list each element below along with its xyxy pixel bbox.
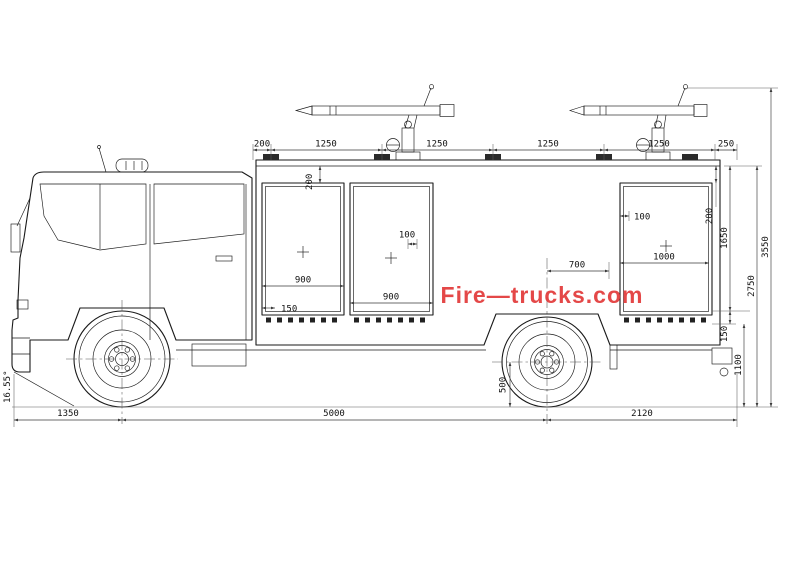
roof-mounting-pad xyxy=(682,154,698,160)
dim-panel2-width: 900 xyxy=(383,293,399,303)
dimensions: 200 1250 1250 1250 1250 250 1350 5000 21… xyxy=(3,87,778,427)
dim-top-chain: 200 1250 1250 1250 1250 250 xyxy=(252,140,738,160)
dim-panel2-offset: 100 xyxy=(399,231,415,241)
headlight xyxy=(16,299,29,310)
truck-drawing xyxy=(10,84,733,408)
dim-skirt: 150 xyxy=(720,326,730,342)
dim-label: 1250 xyxy=(648,140,670,150)
monitor-handle xyxy=(677,87,686,107)
cab-door-window xyxy=(153,183,245,245)
dim-frame-height: 1100 xyxy=(734,354,744,376)
door-handle xyxy=(215,255,233,262)
monitor-barrel xyxy=(583,105,695,116)
mirror-arm xyxy=(16,197,31,227)
dim-label: 1250 xyxy=(426,140,448,150)
centerlines xyxy=(66,258,602,424)
dim-rear-overhang: 2120 xyxy=(631,409,653,419)
body-superstructure xyxy=(176,154,733,377)
water-monitor-rear xyxy=(568,84,708,161)
dim-wheelbase: 5000 xyxy=(323,409,345,419)
dim-bottom-chain: 1350 5000 2120 xyxy=(13,374,738,427)
monitor-handle xyxy=(423,87,432,107)
roller-shutter-1 xyxy=(261,182,345,323)
side-step-box xyxy=(191,343,247,367)
dim-overall-height: 3550 xyxy=(761,236,771,258)
rear-step-box xyxy=(711,347,733,365)
dim-panel3-offset: 100 xyxy=(634,213,650,223)
dim-panel1-inset: 150 xyxy=(281,305,297,315)
dim-label: 1250 xyxy=(537,140,559,150)
beacon-light xyxy=(115,158,149,173)
roller-shutter-3 xyxy=(619,182,713,323)
dim-axle-height: 500 xyxy=(499,377,509,393)
dim-inner: 200 900 150 900 100 100 1000 700 500 xyxy=(262,166,709,407)
water-monitor-front xyxy=(294,84,455,161)
dim-body-height: 2750 xyxy=(747,275,757,297)
watermark-text: Fire—trucks.com xyxy=(441,282,644,308)
roller-shutter-2 xyxy=(349,182,434,323)
cab xyxy=(10,145,253,407)
dim-front-overhang: 1350 xyxy=(57,409,79,419)
cab-side-window xyxy=(39,183,147,251)
dim-shutter-height: 1650 xyxy=(720,227,730,249)
monitor-barrel xyxy=(311,105,441,116)
mud-flap xyxy=(609,344,618,370)
dim-label: 250 xyxy=(718,140,734,150)
dim-axle-to-body: 700 xyxy=(569,261,585,271)
approach-angle-line xyxy=(13,371,75,407)
dim-label: 1250 xyxy=(315,140,337,150)
antenna xyxy=(98,147,107,173)
dim-label: 200 xyxy=(254,140,270,150)
dim-panel1-width: 900 xyxy=(295,276,311,286)
dim-panel3-width: 1000 xyxy=(653,253,675,263)
mirror xyxy=(10,223,21,253)
dim-shutter-top-offset-left: 200 xyxy=(305,174,315,190)
dim-shutter-top-offset-right: 200 xyxy=(705,208,715,224)
dim-right-stack: 200 1650 150 1100 2750 3550 xyxy=(12,87,778,408)
dim-approach-angle: 16.55° xyxy=(3,370,13,403)
